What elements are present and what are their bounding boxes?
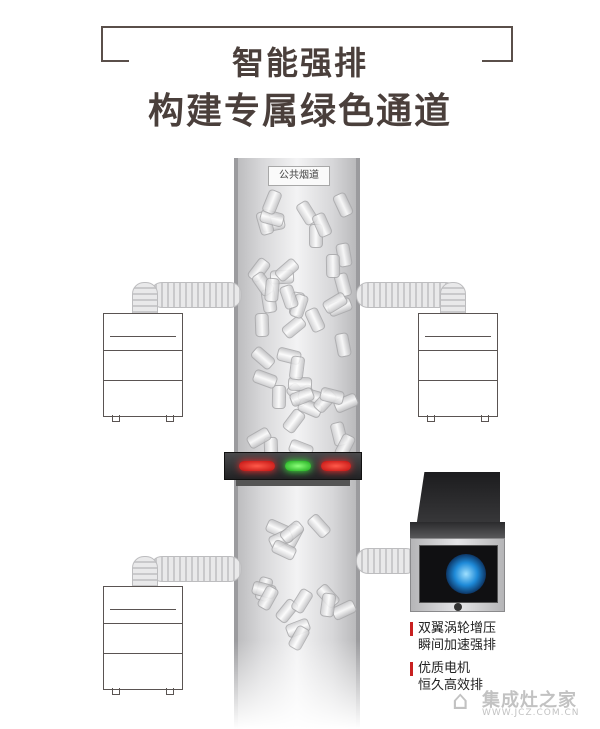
feature-turbo-line1: 双翼涡轮增压 <box>418 621 497 636</box>
feature-motor-line2: 恒久高效排 <box>418 678 484 693</box>
watermark-name: 集成灶之家 <box>482 690 577 711</box>
smoke-particle <box>271 384 287 410</box>
led-red-right <box>321 461 351 471</box>
house-icon: ⌂ <box>452 686 469 716</box>
shaft-right-wall <box>356 158 360 729</box>
accent-bar <box>410 622 413 636</box>
watermark: ⌂ 集成灶之家 WWW.JCZ.COM.CN <box>452 684 600 724</box>
cabinet-leg <box>112 688 120 695</box>
duct-upper-left <box>150 282 242 308</box>
watermark-url: WWW.JCZ.COM.CN <box>482 708 580 718</box>
duct-lower-left <box>150 556 242 582</box>
cabinet-divider <box>104 623 182 624</box>
turbo-fan-icon <box>446 554 486 594</box>
cabinet-leg <box>481 415 489 422</box>
shaft-label: 公共烟道 <box>268 166 330 186</box>
product-hood <box>416 472 500 528</box>
check-valve <box>224 452 362 480</box>
frame-right-vertical <box>511 26 513 62</box>
cabinet-divider <box>419 350 497 351</box>
cabinet-hood <box>425 314 491 337</box>
frame-left-vertical <box>101 26 103 62</box>
led-red-left <box>239 461 275 471</box>
cabinet-leg <box>112 415 120 422</box>
smoke-particle <box>325 253 341 279</box>
cabinet-divider <box>419 380 497 381</box>
cabinet-leg <box>427 415 435 422</box>
frame-bottom-left-tick <box>101 60 129 62</box>
smoke-particle <box>319 591 337 618</box>
feature-turbo-line2: 瞬间加速强排 <box>418 638 497 653</box>
feature-motor-line1: 优质电机 <box>418 661 471 676</box>
shaft-left-wall <box>234 158 238 729</box>
product-window <box>419 545 498 603</box>
smoke-particle <box>288 355 305 381</box>
cabinet-hood <box>110 314 176 337</box>
page-subtitle: 构建专属绿色通道 <box>147 91 452 132</box>
page-title: 智能强排 <box>231 44 368 82</box>
cabinet-divider <box>104 350 182 351</box>
cabinet-leg <box>166 415 174 422</box>
frame-top-line <box>101 26 513 28</box>
valve-base <box>236 480 350 486</box>
duct-lower-right <box>356 548 418 574</box>
cabinet-leg <box>166 688 174 695</box>
product-cabinet <box>410 538 505 612</box>
cabinet-divider <box>104 653 182 654</box>
shaft-fade <box>234 640 360 729</box>
feature-motor: 优质电机 恒久高效排 <box>410 660 483 694</box>
feature-turbo: 双翼涡轮增压 瞬间加速强排 <box>410 620 496 654</box>
stove-cabinet-lower-left <box>103 586 183 695</box>
led-green-center <box>285 461 311 471</box>
product-cooktop <box>410 522 505 538</box>
integrated-stove-product <box>410 472 505 612</box>
cabinet-divider <box>104 380 182 381</box>
smoke-particle <box>254 312 270 338</box>
accent-bar <box>410 662 413 676</box>
stove-cabinet-upper-right <box>418 313 498 422</box>
smoke-particle <box>264 277 281 303</box>
frame-bottom-right-tick <box>482 60 512 62</box>
stove-cabinet-upper-left <box>103 313 183 422</box>
cabinet-hood <box>110 587 176 610</box>
product-knob <box>454 603 462 611</box>
